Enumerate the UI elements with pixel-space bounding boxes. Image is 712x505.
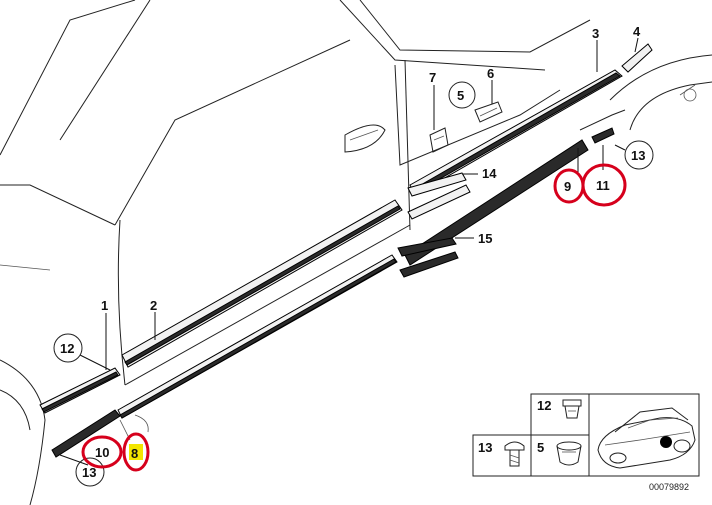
highlight-11 [581,163,627,207]
clip-12-icon [562,399,582,419]
highlight-10 [81,435,123,469]
trim-strips [39,43,653,458]
clip-group [429,81,503,153]
leader-lines [59,37,639,466]
legend-screw-13-label: 13 [478,440,492,455]
callout-1: 1 [101,298,108,313]
clip-7 [429,127,449,153]
highlight-8 [122,432,150,472]
callout-6: 6 [487,66,494,81]
strip-14b [407,184,471,220]
screw-13-icon [504,441,525,467]
fastener-legend: 12 13 5 [472,393,700,477]
callout-8: 8 [131,446,138,461]
legend-clip-5-label: 5 [537,440,544,455]
strip-14a [407,172,467,197]
callout-labels: 1 2 3 4 5 6 7 8 9 10 11 12 13 13 14 15 [60,24,645,480]
strip-9 [404,139,589,266]
strip-15b [399,251,459,278]
strip-15a [397,237,457,257]
legend-clip-12-label: 12 [537,398,551,413]
part-number: 00079892 [649,482,689,492]
location-dot [660,436,672,448]
callout-15: 15 [478,231,492,246]
highlight-marks [81,163,627,472]
callout-4: 4 [633,24,641,39]
callout-circles [53,140,654,487]
callout-7: 7 [429,70,436,85]
callout-9: 9 [564,179,571,194]
clip-5-icon [556,441,582,466]
callout-12: 12 [60,341,74,356]
strip-10 [51,409,121,458]
strip-4 [621,43,653,73]
callout-13-front: 13 [82,465,96,480]
clip-6 [474,101,503,123]
strip-11 [591,127,615,144]
callout-3: 3 [592,26,599,41]
callout-5: 5 [457,88,464,103]
tag-8-fill [129,444,143,460]
callout-5-circle [448,81,476,109]
callout-13-rear: 13 [631,148,645,163]
callout-11: 11 [596,178,610,193]
callout-2: 2 [150,298,157,313]
callout-14: 14 [482,166,497,181]
car-locator-icon [597,407,696,469]
callout-10: 10 [95,445,109,460]
